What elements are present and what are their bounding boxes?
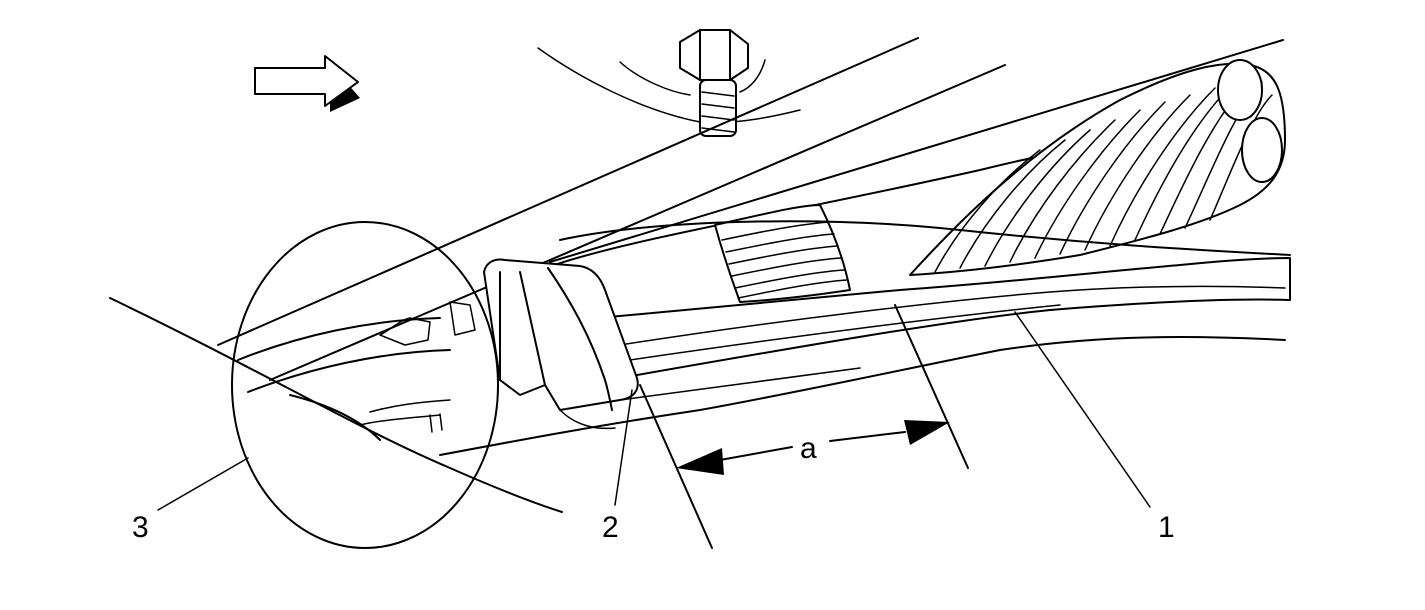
callout-1: 1 — [1158, 511, 1175, 544]
clamp — [483, 258, 639, 430]
dimension-a — [639, 304, 969, 549]
callout-3: 3 — [132, 511, 149, 544]
leader-3 — [157, 457, 249, 511]
small-boot — [714, 204, 851, 303]
bolt-icon — [537, 29, 801, 137]
callout-2: 2 — [602, 511, 619, 544]
right-arrow-icon — [254, 55, 360, 112]
leader-2 — [614, 389, 633, 506]
tie-rod — [597, 257, 1291, 379]
detail-circle — [231, 221, 499, 549]
leader-1 — [1014, 311, 1151, 508]
large-boot — [909, 59, 1286, 276]
dimension-label-a: a — [800, 432, 817, 465]
